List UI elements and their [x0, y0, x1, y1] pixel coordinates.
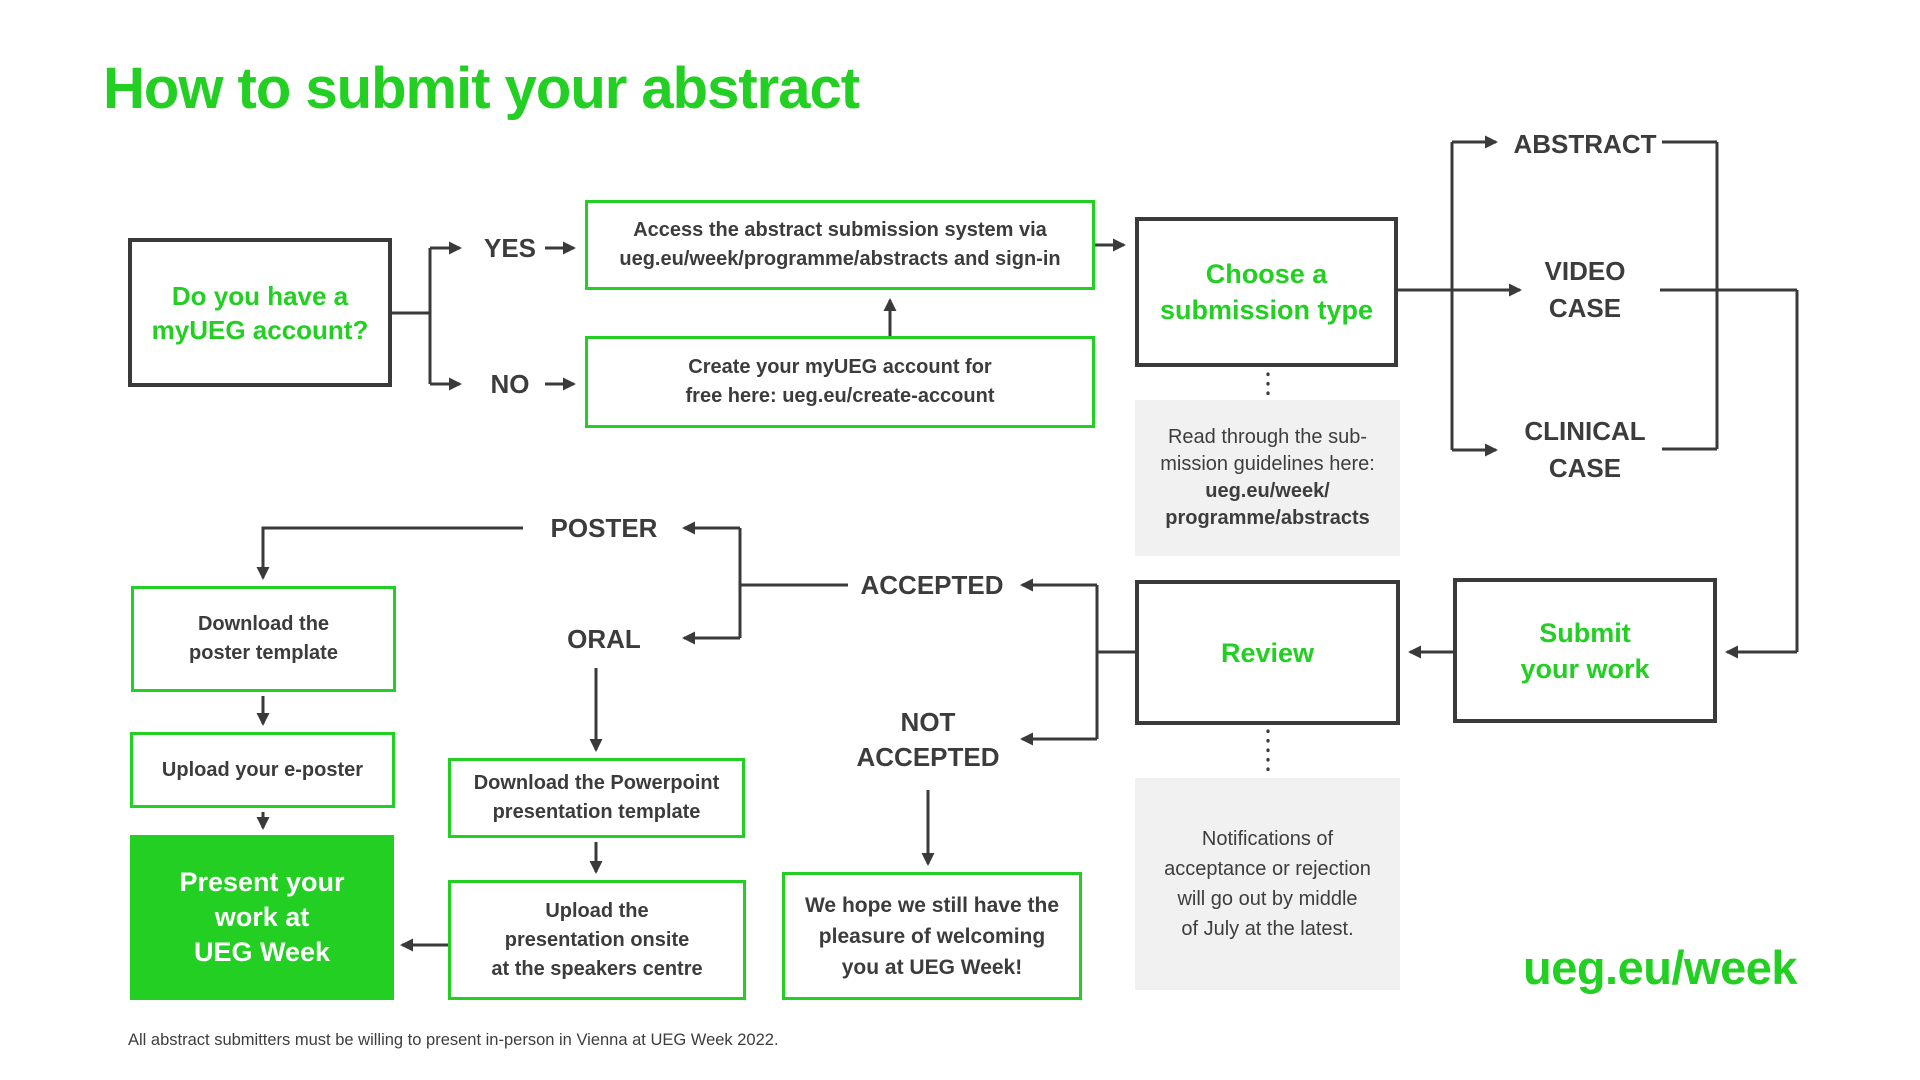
- connector-question-split: [392, 248, 432, 384]
- connector-types-merge: [1660, 140, 1799, 652]
- oral-label: ORAL: [567, 624, 641, 654]
- yes-label: YES: [483, 233, 537, 263]
- notifications-note: Notifications of acceptance or rejection…: [1135, 778, 1400, 990]
- connector-accepted-split: [738, 528, 848, 638]
- upload-presentation-box: Upload the presentation onsite at the sp…: [448, 880, 746, 1000]
- download-poster-box: Download the poster template: [131, 586, 396, 692]
- not-accepted-label: NOT ACCEPTED: [856, 707, 1000, 772]
- website-link: ueg.eu/week: [1523, 941, 1798, 994]
- review-box: Review: [1135, 580, 1400, 725]
- type-video-case-label: VIDEO CASE: [1544, 256, 1626, 323]
- guidelines-note-url: ueg.eu/week/ programme/abstracts: [1165, 480, 1370, 529]
- no-label: NO: [490, 369, 530, 399]
- create-account-box: Create your myUEG account for free here:…: [585, 336, 1095, 428]
- download-ppt-box: Download the Powerpoint presentation tem…: [448, 758, 745, 838]
- connector-poster-to-download: [256, 526, 523, 580]
- present-work-box: Present your work at UEG Week: [130, 835, 394, 1000]
- access-system-box: Access the abstract submission system vi…: [585, 200, 1095, 290]
- choose-type-box: Choose a submission type: [1135, 217, 1398, 367]
- poster-label: POSTER: [550, 513, 658, 543]
- upload-eposter-box: Upload your e-poster: [130, 732, 395, 808]
- type-clinical-case-label: CLINICAL CASE: [1524, 416, 1646, 483]
- guidelines-note: Read through the sub- mission guidelines…: [1135, 400, 1400, 556]
- connector-review-split: [1095, 585, 1135, 739]
- not-accepted-message-box: We hope we still have the pleasure of we…: [782, 872, 1082, 1000]
- footnote: All abstract submitters must be willing …: [128, 1031, 779, 1049]
- submit-work-box: Submit your work: [1453, 578, 1717, 723]
- question-account-box: Do you have a myUEG account?: [128, 238, 392, 387]
- accepted-label: ACCEPTED: [860, 570, 1004, 600]
- guidelines-note-text: Read through the sub- mission guidelines…: [1160, 426, 1375, 475]
- type-abstract-label: ABSTRACT: [1513, 129, 1657, 159]
- page-title: How to submit your abstract: [103, 56, 860, 121]
